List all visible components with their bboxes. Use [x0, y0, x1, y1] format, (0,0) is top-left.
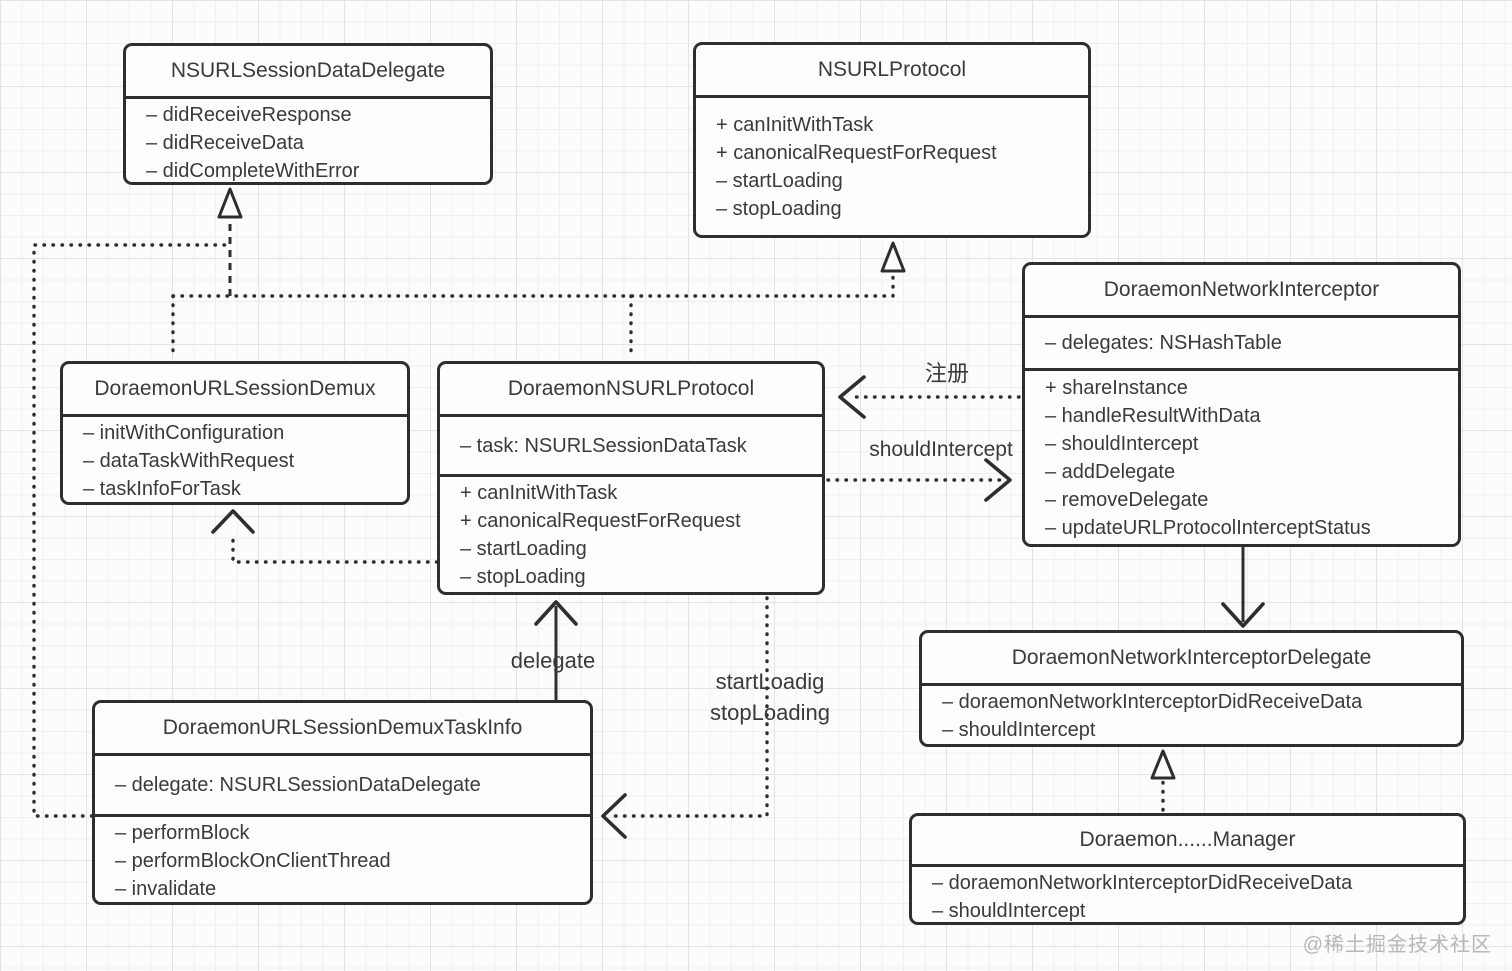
method: – stopLoading — [716, 197, 842, 220]
arrowhead-register-left — [838, 375, 866, 419]
class-methods: + canInitWithTask + canonicalRequestForR… — [440, 474, 822, 592]
class-title: Doraemon......Manager — [1079, 828, 1296, 851]
class-title: DoraemonNSURLProtocol — [507, 377, 755, 400]
arrowhead-demux-up — [211, 509, 255, 534]
edge-taskinfo-realizes-datadelegate — [32, 243, 232, 818]
method: – shouldIntercept — [942, 719, 1096, 741]
class-title: NSURLSessionDataDelegate — [170, 59, 446, 82]
method: – didCompleteWithError — [146, 160, 360, 182]
attribute: – delegate: NSURLSessionDataDelegate — [115, 774, 481, 796]
arrowhead-shouldintercept-right — [984, 458, 1012, 502]
method: + shareInstance — [1045, 376, 1188, 399]
class-attributes: – delegates: NSHashTable — [1025, 315, 1458, 368]
method: + canInitWithTask — [716, 113, 874, 136]
edge-label-delegate: delegate — [510, 648, 596, 673]
class-methods: – didReceiveResponse – didReceiveData – … — [126, 96, 490, 182]
class-title: DoraemonNetworkInterceptor — [1103, 278, 1380, 301]
class-doraemonurlsessiondemux[interactable]: DoraemonURLSessionDemux – initWithConfig… — [60, 361, 410, 505]
arrowhead-delegate-up — [534, 600, 578, 626]
class-methods: + canInitWithTask + canonicalRequestForR… — [696, 95, 1088, 235]
class-doraemonnetworkinterceptordelegate[interactable]: DoraemonNetworkInterceptorDelegate – dor… — [919, 630, 1464, 747]
class-doraemonurlsessiondemuxtaskinfo[interactable]: DoraemonURLSessionDemuxTaskInfo – delega… — [92, 700, 593, 905]
method: – updateURLProtocolInterceptStatus — [1045, 516, 1371, 539]
method: – dataTaskWithRequest — [83, 450, 295, 472]
edge-protocol-uses-demux — [231, 533, 439, 564]
edge-label-stoploading: stopLoading — [710, 700, 830, 725]
class-title: DoraemonNetworkInterceptorDelegate — [1011, 646, 1372, 669]
realize-arrowhead-nsurlprotocol — [880, 241, 906, 273]
class-nsurlprotocol[interactable]: NSURLProtocol + canInitWithTask + canoni… — [693, 42, 1091, 238]
method: – handleResultWithData — [1045, 404, 1261, 427]
arrowhead-interceptordelegate-down — [1221, 602, 1265, 628]
method: – stopLoading — [460, 566, 586, 588]
class-attributes: – delegate: NSURLSessionDataDelegate — [95, 753, 590, 814]
method: + canonicalRequestForRequest — [716, 141, 997, 164]
class-methods: – doraemonNetworkInterceptorDidReceiveDa… — [922, 683, 1461, 744]
method: – didReceiveResponse — [146, 104, 352, 126]
method: – initWithConfiguration — [83, 422, 285, 444]
edge-label-register: 注册 — [924, 361, 970, 386]
method: – taskInfoForTask — [83, 478, 241, 500]
edge-label-startloading: startLoadig — [715, 669, 825, 694]
method: – performBlockOnClientThread — [115, 850, 391, 872]
class-title: NSURLProtocol — [817, 58, 967, 81]
method: – shouldIntercept — [932, 900, 1086, 922]
class-nsurlsessiondatadelegate[interactable]: NSURLSessionDataDelegate – didReceiveRes… — [123, 43, 493, 185]
class-doraemonmanager[interactable]: Doraemon......Manager – doraemonNetworkI… — [909, 813, 1466, 925]
class-attributes: – task: NSURLSessionDataTask — [440, 414, 822, 474]
method: – didReceiveData — [146, 132, 304, 154]
edge-label-shouldintercept: shouldIntercept — [869, 438, 1013, 461]
method: – performBlock — [115, 822, 250, 844]
arrowhead-startloading-left — [601, 793, 627, 839]
class-methods: + shareInstance – handleResultWithData –… — [1025, 368, 1458, 544]
method: – invalidate — [115, 878, 217, 900]
class-doraemonnsurlprotocol[interactable]: DoraemonNSURLProtocol – task: NSURLSessi… — [437, 361, 825, 595]
attribute: – delegates: NSHashTable — [1045, 332, 1282, 354]
realize-arrowhead-datadelegate — [217, 187, 243, 219]
realize-arrowhead-interceptordelegate — [1150, 749, 1176, 780]
class-title: DoraemonURLSessionDemuxTaskInfo — [162, 716, 523, 739]
watermark: @稀土掘金技术社区 — [1302, 934, 1492, 956]
edge-label-startloading-stoploading: startLoadig stopLoading — [710, 666, 830, 728]
method: – doraemonNetworkInterceptorDidReceiveDa… — [932, 872, 1353, 894]
edge-startloading — [606, 596, 769, 818]
method: – doraemonNetworkInterceptorDidReceiveDa… — [942, 691, 1363, 713]
method: + canonicalRequestForRequest — [460, 510, 741, 532]
method: – startLoading — [716, 169, 843, 192]
method: – addDelegate — [1045, 460, 1176, 483]
class-methods: – performBlock – performBlockOnClientThr… — [95, 814, 590, 902]
class-title: DoraemonURLSessionDemux — [94, 377, 376, 400]
class-methods: – initWithConfiguration – dataTaskWithRe… — [63, 414, 407, 502]
class-doraemonnetworkinterceptor[interactable]: DoraemonNetworkInterceptor – delegates: … — [1022, 262, 1461, 547]
method: – removeDelegate — [1045, 488, 1209, 511]
attribute: – task: NSURLSessionDataTask — [460, 434, 747, 457]
method: + canInitWithTask — [460, 482, 618, 504]
class-methods: – doraemonNetworkInterceptorDidReceiveDa… — [912, 864, 1463, 922]
method: – startLoading — [460, 538, 587, 560]
method: – shouldIntercept — [1045, 432, 1199, 455]
